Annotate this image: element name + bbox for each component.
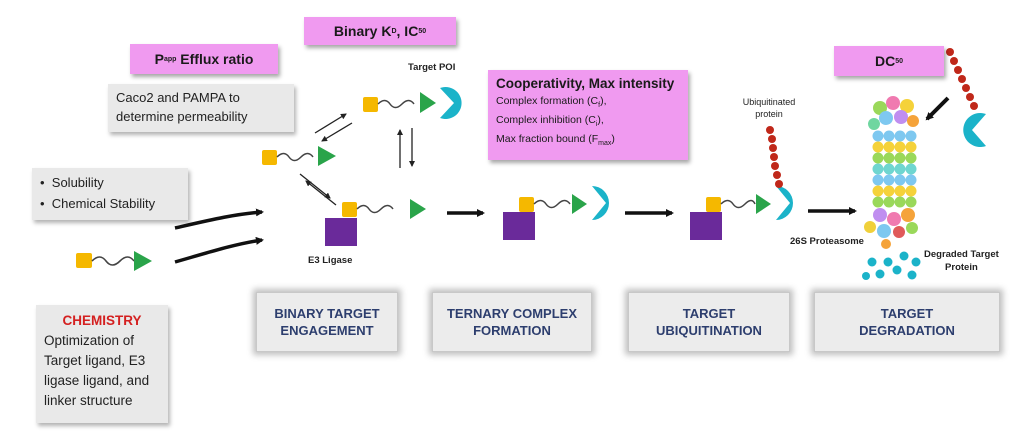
chemistry-title: CHEMISTRY [62, 313, 142, 328]
cf-prefix: Complex formation (C [496, 95, 599, 107]
stage-2-line-1: TERNARY COMPLEX [446, 306, 577, 321]
stage-2-line-2: FORMATION [473, 323, 551, 338]
cf-suffix: ), [600, 95, 607, 107]
target-poi-label: Target POI [408, 62, 456, 73]
proteasome-ring-2 [872, 141, 917, 153]
property-solubility: • Solubility [40, 175, 104, 190]
ubiquitinated-line-2: protein [755, 109, 783, 119]
proteasome-ring-4 [872, 163, 917, 175]
permeability-note: Caco2 and PAMPA to determine permeabilit… [108, 84, 294, 132]
protac-molecule-center [262, 146, 336, 166]
stage-4-line-2: DEGRADATION [859, 323, 955, 338]
chemistry-line-4: linker structure [44, 393, 133, 408]
ci-sub: i [595, 121, 598, 129]
binary-sub-50: 50 [418, 27, 427, 35]
stage-binary-engagement: BINARY TARGET ENGAGEMENT [256, 292, 398, 352]
ubiquitination-complex [690, 186, 793, 240]
cooperativity-line-2: Complex inhibition (Ci), [496, 113, 680, 132]
protac-e3-binary [325, 199, 426, 246]
dc-subscript: 50 [895, 57, 904, 65]
fmax-prefix: Max fraction bound (F [496, 133, 599, 146]
dc-prefix: DC [874, 53, 896, 69]
protac-poi-binary [363, 87, 462, 120]
permeability-line-2: determine permeability [116, 109, 248, 124]
cf-sub: f [598, 102, 601, 110]
stage-degradation: TARGET DEGRADATION [814, 292, 1000, 352]
property-stability-text: Chemical Stability [51, 196, 156, 211]
arrow-chem-to-binary-lower [174, 236, 264, 264]
binary-prefix: Binary K [333, 23, 392, 39]
ci-prefix: Complex inhibition (C [496, 114, 596, 127]
stage-ubiquitination: TARGET UBIQUITINATION [628, 292, 790, 352]
property-stability: • Chemical Stability [40, 196, 156, 211]
arrow-into-proteasome [925, 96, 950, 121]
binary-mid: , IC [396, 23, 419, 39]
protac-molecule-free [76, 251, 152, 271]
degraded-line-2: Protein [945, 262, 978, 273]
chemistry-line-3: ligase ligand, and [44, 373, 150, 388]
permeability-line-1: Caco2 and PAMPA to [116, 90, 240, 105]
arrow-chem-to-binary-upper [174, 208, 264, 230]
fmax-sub: max [598, 140, 612, 148]
ci-suffix: ), [597, 114, 604, 127]
proteasome [864, 96, 919, 249]
chemistry-box: CHEMISTRY Optimization of Target ligand,… [36, 305, 168, 423]
proteasome-ring-7 [872, 196, 917, 208]
proteasome-ring-1 [872, 130, 917, 142]
e3-ligase-label: E3 Ligase [308, 255, 353, 266]
degraded-fragments [862, 251, 921, 280]
papp-rest: Efflux ratio [176, 51, 254, 67]
stage-4-line-1: TARGET [880, 306, 934, 321]
stage-ternary-formation: TERNARY COMPLEX FORMATION [432, 292, 592, 352]
chemistry-line-1: Optimization of [44, 333, 135, 348]
papp-prefix: P [154, 51, 164, 67]
incoming-ubiquitinated-poi [946, 48, 986, 148]
cooperativity-line-1: Complex formation (Cf), [496, 94, 680, 113]
proteasome-ring-3 [872, 152, 917, 164]
degraded-protein-label: Degraded Target Protein [924, 248, 999, 274]
stage-1-line-2: ENGAGEMENT [280, 323, 374, 338]
stage-1-line-1: BINARY TARGET [274, 306, 380, 321]
binary-sub-d: D [391, 27, 397, 35]
proteasome-label: 26S Proteasome [790, 236, 864, 247]
stage-3-line-1: TARGET [682, 306, 736, 321]
degraded-line-1: Degraded Target [924, 249, 999, 260]
cooperativity-box: Cooperativity, Max intensity Complex for… [488, 70, 688, 160]
papp-subscript: app [163, 55, 177, 63]
chemistry-line-2: Target ligand, E3 [44, 353, 146, 368]
fmax-suffix: ) [611, 133, 615, 146]
properties-box: • Solubility • Chemical Stability [32, 168, 188, 220]
cooperativity-title: Cooperativity, Max intensity [496, 76, 675, 91]
proteasome-ring-5 [872, 174, 917, 186]
ubiquitinated-line-1: Ubiquitinated [742, 97, 796, 107]
ternary-complex [503, 186, 609, 240]
ubiquitinated-label: Ubiquitinated protein [730, 96, 808, 120]
property-solubility-text: Solubility [51, 175, 104, 190]
stage-3-line-2: UBIQUITINATION [656, 323, 762, 338]
ubiquitin-chain [766, 126, 783, 188]
cooperativity-line-3: Max fraction bound (Fmax) [496, 132, 680, 151]
proteasome-ring-6 [872, 185, 917, 197]
